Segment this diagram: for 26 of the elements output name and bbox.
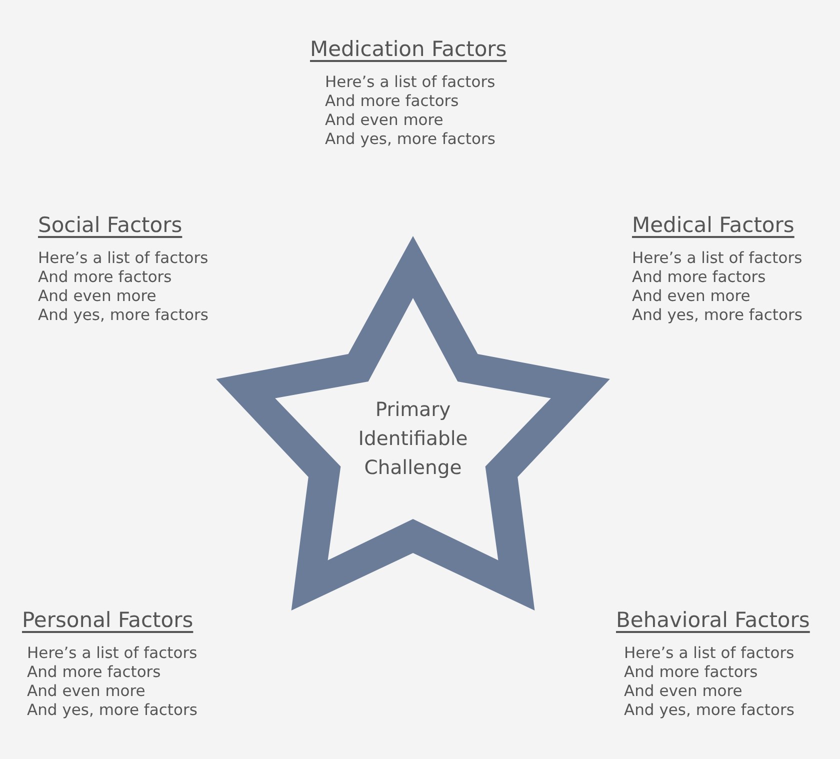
- factor-item: Here’s a list of factors: [632, 249, 802, 268]
- factor-heading: Medication Factors: [310, 37, 507, 61]
- factor-item: And more factors: [325, 92, 459, 111]
- factor-heading: Social Factors: [38, 213, 182, 237]
- factor-item: Here’s a list of factors: [624, 644, 794, 663]
- factor-heading: Behavioral Factors: [616, 608, 810, 632]
- factor-item: And more factors: [38, 268, 172, 287]
- factor-item: And even more: [38, 287, 156, 306]
- factor-item: Here’s a list of factors: [38, 249, 208, 268]
- factor-item: And yes, more factors: [624, 701, 794, 720]
- factor-heading: Personal Factors: [22, 608, 194, 632]
- factor-item: And yes, more factors: [27, 701, 198, 720]
- star-label: Primary Identifiable Challenge: [357, 397, 469, 481]
- factor-item: And even more: [27, 682, 146, 701]
- factor-heading: Medical Factors: [632, 213, 794, 237]
- factor-item: And even more: [632, 287, 750, 306]
- factor-item: Here’s a list of factors: [27, 644, 198, 663]
- factor-item: And yes, more factors: [632, 306, 802, 325]
- factor-item: Here’s a list of factors: [325, 73, 496, 92]
- factor-item: And yes, more factors: [325, 130, 496, 149]
- factor-item: And more factors: [27, 663, 161, 682]
- factor-item: And more factors: [632, 268, 766, 287]
- factor-item: And even more: [624, 682, 742, 701]
- factor-item: And yes, more factors: [38, 306, 208, 325]
- factor-item: And more factors: [624, 663, 758, 682]
- factor-item: And even more: [325, 111, 444, 130]
